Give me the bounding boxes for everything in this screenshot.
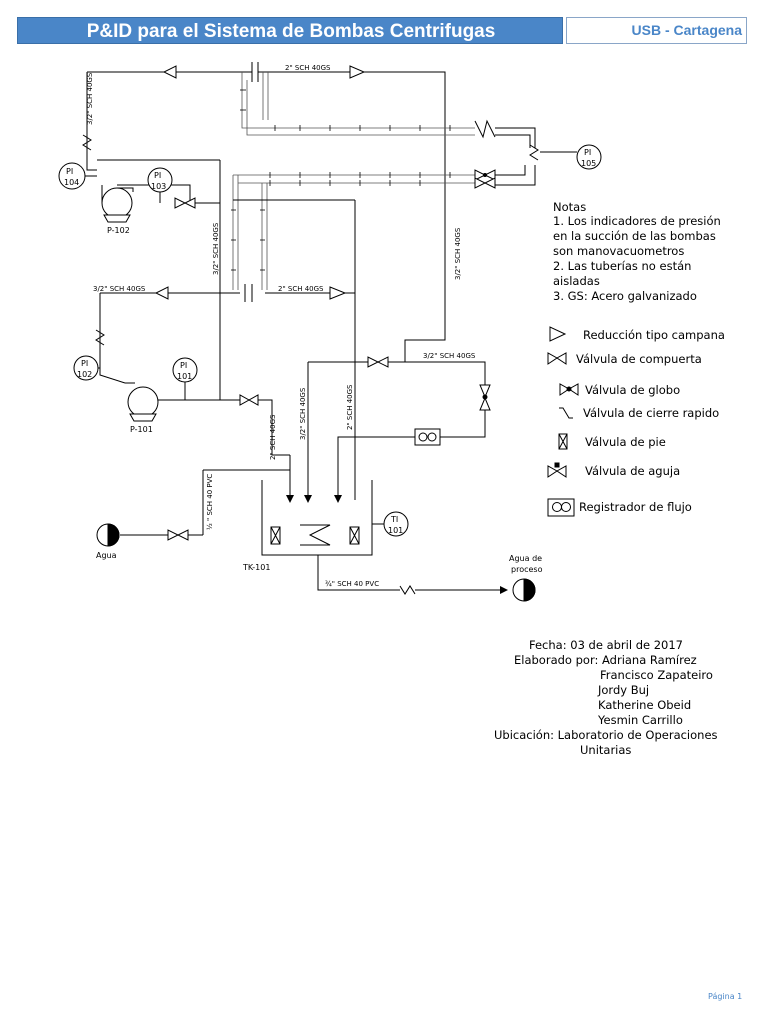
pipe-label-mid-vertical: 3/2" SCH 40GS	[212, 222, 220, 275]
pi-101-label: PI	[180, 361, 187, 370]
pi-102-label: PI	[81, 359, 88, 368]
quick-close-valves	[82, 119, 539, 595]
notes-heading: Notas	[553, 200, 586, 214]
gate-valve-return	[367, 356, 389, 368]
needle-valves-header	[474, 169, 496, 189]
ti-101-label: TI	[390, 515, 398, 524]
tank-tk101	[261, 480, 373, 556]
organization-label: USB - Cartagena	[566, 17, 747, 44]
pipe-label-left-mid: 3/2" SCH 40GS	[93, 285, 146, 293]
ti-101-bubble	[372, 511, 409, 537]
info-author: Jordy Buj	[598, 683, 650, 697]
p102-label: P-102	[107, 226, 130, 235]
info-date: Fecha: 03 de abril de 2017	[529, 638, 683, 652]
info-prepared-by: Elaborado por: Adriana Ramírez	[514, 653, 697, 667]
pipe-label-process-out: ¾" SCH 40 PVC	[325, 580, 379, 588]
info-location-cont: Unitarias	[580, 743, 632, 757]
note-line: aisladas	[553, 274, 600, 288]
info-author: Katherine Obeid	[598, 698, 692, 712]
legend-label-foot-valve: Válvula de pie	[585, 435, 666, 449]
note-line: en la succión de las bombas	[553, 229, 716, 243]
pipe-label-drop-2in: 2" SCH 40GS	[346, 384, 354, 430]
flow-arrows	[286, 495, 508, 594]
legend-globe-valve-icon	[559, 383, 579, 396]
header-bar: P&ID para el Sistema de Bombas Centrifug…	[17, 17, 563, 44]
globe-valve-return	[479, 384, 491, 411]
info-author: Francisco Zapateiro	[600, 668, 713, 682]
pump-p101	[125, 382, 159, 422]
pi-103-number: 103	[151, 182, 166, 191]
pi-102-bubble	[73, 355, 126, 384]
pipe-label-return: 3/2" SCH 40GS	[423, 352, 476, 360]
reducer-symbols	[154, 65, 366, 300]
legend-needle-valve-icon	[547, 462, 567, 478]
process-water-label-2: proceso	[511, 565, 543, 574]
flow-recorder	[414, 428, 441, 446]
legend-reducer-icon	[549, 326, 567, 342]
tank-label: TK-101	[242, 563, 270, 572]
pipe-label-left-top: 3/2" SCH 40GS	[86, 72, 94, 125]
legend-foot-valve-icon	[558, 433, 568, 450]
water-source	[96, 523, 120, 547]
info-author: Yesmin Carrillo	[598, 713, 683, 727]
legend-label-needle-valve: Válvula de aguja	[585, 464, 680, 478]
pi-103-bubble	[147, 167, 173, 203]
gate-valve-p102	[174, 197, 196, 209]
water-label: Agua	[96, 551, 117, 560]
pipe-ticks	[231, 89, 451, 271]
legend-symbols	[547, 326, 579, 517]
note-line: 1. Los indicadores de presión	[553, 214, 721, 228]
pipe-network	[86, 62, 570, 591]
page-number: Página 1	[708, 992, 743, 1001]
pi-103-label: PI	[154, 171, 161, 180]
pi-105-number: 105	[581, 159, 596, 168]
note-line: son manovacuometros	[553, 244, 684, 258]
pump-p102	[101, 185, 134, 223]
pipe-label-drop-32: 3/2" SCH 40GS	[299, 387, 307, 440]
note-line: 3. GS: Acero galvanizado	[553, 289, 697, 303]
legend-gate-valve-icon	[547, 352, 567, 365]
pipe-label-right-vertical: 3/2" SCH 40GS	[454, 227, 462, 280]
process-water-label-1: Agua de	[509, 554, 542, 563]
pi-105-bubble	[570, 144, 602, 170]
pi-101-number: 101	[177, 372, 192, 381]
legend-flow-recorder-icon	[547, 498, 575, 517]
gate-valve-water	[167, 529, 189, 541]
legend-quick-close-icon	[559, 407, 573, 419]
pi-102-number: 102	[77, 370, 92, 379]
pipe-label-mid: 2" SCH 40GS	[278, 285, 324, 293]
gate-valve-p101	[239, 394, 259, 406]
legend-label-globe-valve: Válvula de globo	[585, 383, 680, 397]
pi-104-bubble	[58, 162, 97, 190]
pi-104-label: PI	[66, 167, 73, 176]
pipe-label-water-in: ½ " SCH 40 PVC	[206, 474, 214, 530]
legend-label-reducer: Reducción tipo campana	[583, 328, 725, 342]
note-line: 2. Las tuberías no están	[553, 259, 691, 273]
pipe-label-top: 2" SCH 40GS	[285, 64, 331, 72]
pi-104-number: 104	[64, 178, 79, 187]
info-location: Ubicación: Laboratorio de Operaciones	[494, 728, 718, 742]
legend-label-flow-recorder: Registrador de flujo	[579, 500, 692, 514]
page-title: P&ID para el Sistema de Bombas Centrifug…	[86, 21, 496, 42]
ti-101-number: 101	[388, 526, 403, 535]
pi-105-label: PI	[584, 148, 591, 157]
legend-label-quick-close: Válvula de cierre rapido	[583, 406, 719, 420]
process-water-sink	[512, 578, 536, 602]
legend-label-gate-valve: Válvula de compuerta	[576, 352, 702, 366]
pipe-label-p101-out: 2" SCH 40GS	[269, 414, 277, 460]
p101-label: P-101	[130, 425, 153, 434]
pi-101-bubble	[172, 357, 198, 400]
